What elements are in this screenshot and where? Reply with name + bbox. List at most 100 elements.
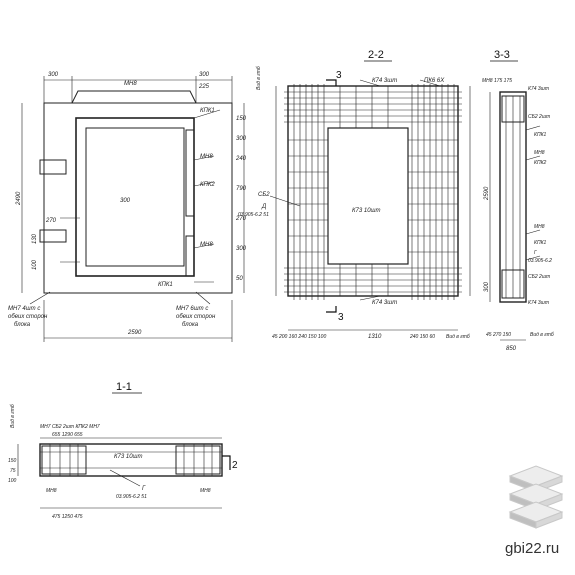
elevation-opening-inner bbox=[85, 127, 185, 267]
s22-bottom-right-dims: 240 150 60 bbox=[409, 334, 435, 340]
section-title-1-1: 1-1 bbox=[116, 381, 132, 393]
elev-note-left-3: блока bbox=[14, 322, 31, 328]
elev-dim-left-3: 130 bbox=[32, 233, 38, 244]
s22-left-mark-2: Д bbox=[261, 204, 267, 210]
s33-bottom-note: Вид в гтб bbox=[530, 332, 554, 338]
s11-bottom-mark-1: Г bbox=[142, 486, 146, 492]
s11-right-label: МН8 bbox=[200, 488, 211, 494]
elev-dim-right-2: 300 bbox=[236, 136, 247, 142]
elev-note-right-2: обеих сторон bbox=[176, 314, 216, 320]
s33-mark-9: СБ2 2шт bbox=[528, 274, 550, 280]
section11-left-block bbox=[41, 445, 87, 475]
s11-bottom-dims: 475 1250 475 bbox=[52, 514, 83, 520]
elev-note-left-1: МН7 4шт с bbox=[8, 306, 40, 312]
elev-mark-2: МН8 bbox=[200, 154, 213, 160]
section33-labels: МН8 175 175 К74 3шт СБ2 2шт КПК1 МН8 КПК… bbox=[482, 78, 554, 352]
section22-rebar-horizontal bbox=[284, 91, 462, 293]
s11-side-dim-2: 75 bbox=[10, 468, 16, 474]
s33-mark-7: Г bbox=[534, 250, 538, 256]
s22-bottom-mark: К74 3шт bbox=[372, 300, 397, 306]
elev-note-left-2: обеих сторон bbox=[8, 314, 48, 320]
s11-top-marks: МН7 СБ2 2шт КПК2 МН7 bbox=[40, 424, 100, 430]
elevation-labels: 300 МН8 300 225 150 300 240 790 270 300 … bbox=[8, 72, 247, 336]
section22-rebar-vertical bbox=[293, 84, 455, 300]
elev-dim-left-1: 2490 bbox=[16, 191, 22, 206]
section-3-3-view bbox=[489, 91, 541, 341]
section-title-3-3: 3-3 bbox=[494, 49, 510, 61]
s33-bottom-dims: 45 270 150 bbox=[486, 332, 511, 338]
elevation-outline bbox=[43, 102, 233, 294]
elev-dim-top-3: 300 bbox=[199, 72, 210, 78]
embed-right-column bbox=[185, 129, 195, 217]
s11-top-dims: 655 1290 655 bbox=[52, 432, 83, 438]
section11-outline bbox=[39, 443, 223, 477]
section22-outline bbox=[287, 85, 459, 297]
section11-labels: МН7 СБ2 2шт КПК2 МН7 655 1290 655 К73 10… bbox=[8, 404, 211, 520]
elev-mark-3: КПК2 bbox=[200, 182, 215, 188]
s33-mark-1: СБ2 2шт bbox=[528, 114, 550, 120]
s22-center-mark: К73 10шт bbox=[352, 208, 381, 214]
s33-mark-8: 03.905-6.2 bbox=[528, 258, 552, 264]
s11-side-dim-1: 150 bbox=[8, 458, 17, 464]
s33-mark-5: МН8 bbox=[534, 224, 545, 230]
s22-left-mark-1: СБ2 bbox=[258, 192, 270, 198]
s22-top-mark-2: ПК6 6Х bbox=[424, 78, 445, 84]
elev-mark-4: МН8 bbox=[200, 242, 213, 248]
elev-note-right-1: МН7 6шт с bbox=[176, 306, 208, 312]
embed-right-lower bbox=[185, 235, 195, 277]
elev-overall-width: 2590 bbox=[127, 330, 142, 336]
s33-bottom-total: 850 bbox=[506, 346, 517, 352]
section33-outline bbox=[499, 91, 527, 303]
section-2-2-view bbox=[269, 79, 471, 331]
elev-dim-right-4: 790 bbox=[236, 186, 247, 192]
elev-dim-right-5: 270 bbox=[235, 216, 247, 222]
s33-top-right: К74 3шт bbox=[528, 86, 549, 92]
elev-dim-top-1: 300 bbox=[48, 72, 59, 78]
s33-dim-left-2: 300 bbox=[484, 281, 490, 292]
s33-mark-4: КПК2 bbox=[534, 160, 547, 166]
section-1-1-view bbox=[17, 437, 223, 509]
elevation-view bbox=[21, 76, 245, 342]
embed-left-bottom bbox=[39, 229, 67, 243]
s33-mark-10: К74 3шт bbox=[528, 300, 549, 306]
watermark-logo: gbi22.ru bbox=[505, 465, 564, 557]
elev-dim-right-7: 50 bbox=[236, 276, 243, 282]
s11-left-label: МН8 bbox=[46, 488, 57, 494]
elev-dim-top-2: МН8 bbox=[124, 81, 137, 87]
elev-mark-1: КПК1 bbox=[200, 108, 215, 114]
elevation-opening-outer bbox=[75, 117, 195, 277]
elev-dim-left-4: 100 bbox=[32, 259, 38, 270]
s22-left-mark-3: 03.905-6.2 51 bbox=[238, 212, 269, 218]
section11-right-block bbox=[175, 445, 221, 475]
watermark-text: gbi22.ru bbox=[505, 540, 559, 557]
s11-left-dims: Вид в гтб bbox=[10, 404, 16, 428]
embed-left-top bbox=[39, 159, 67, 175]
section22-labels: К74 3шт ПК6 6Х СБ2 Д 03.905-6.2 51 К73 1… bbox=[238, 66, 470, 340]
s11-side-dim-3: 100 bbox=[8, 478, 17, 484]
s11-center-mark: К73 10шт bbox=[114, 454, 143, 460]
s22-bottom-right-note: Вид в гтб bbox=[446, 334, 470, 340]
s33-top-marks: МН8 175 175 bbox=[482, 78, 512, 84]
s22-bottom-dims: 45 200 160 240 150 100 bbox=[272, 334, 326, 340]
s22-top-mark-1: К74 3шт bbox=[372, 78, 397, 84]
s11-bottom-mark-2: 03.905-6.2 51 bbox=[116, 494, 147, 500]
s33-mark-2: КПК1 bbox=[534, 132, 547, 138]
s33-mark-3: МН8 bbox=[534, 150, 545, 156]
elev-dim-right-3: 240 bbox=[235, 156, 247, 162]
elev-center-note: 300 bbox=[120, 198, 131, 204]
section-title-2-2: 2-2 bbox=[368, 49, 384, 61]
section22-opening bbox=[327, 127, 409, 265]
cut-marker-3-bottom: 3 bbox=[338, 312, 344, 323]
cut-marker-3-top: 3 bbox=[336, 70, 342, 81]
s33-dim-left-1: 2590 bbox=[484, 186, 490, 201]
elev-dim-right-1: 150 bbox=[236, 116, 247, 122]
s22-dim-left-vertical: Вид в гтб bbox=[256, 66, 262, 90]
elev-dim-top-4: 225 bbox=[198, 84, 210, 90]
elev-dim-left-2: 270 bbox=[45, 218, 57, 224]
elev-mark-5: КПК1 bbox=[158, 282, 173, 288]
elev-dim-right-6: 300 bbox=[236, 246, 247, 252]
s22-bottom-mid: 1310 bbox=[368, 334, 382, 340]
cut-marker-2: 2 bbox=[232, 460, 238, 471]
stacked-slabs-icon bbox=[508, 465, 564, 529]
